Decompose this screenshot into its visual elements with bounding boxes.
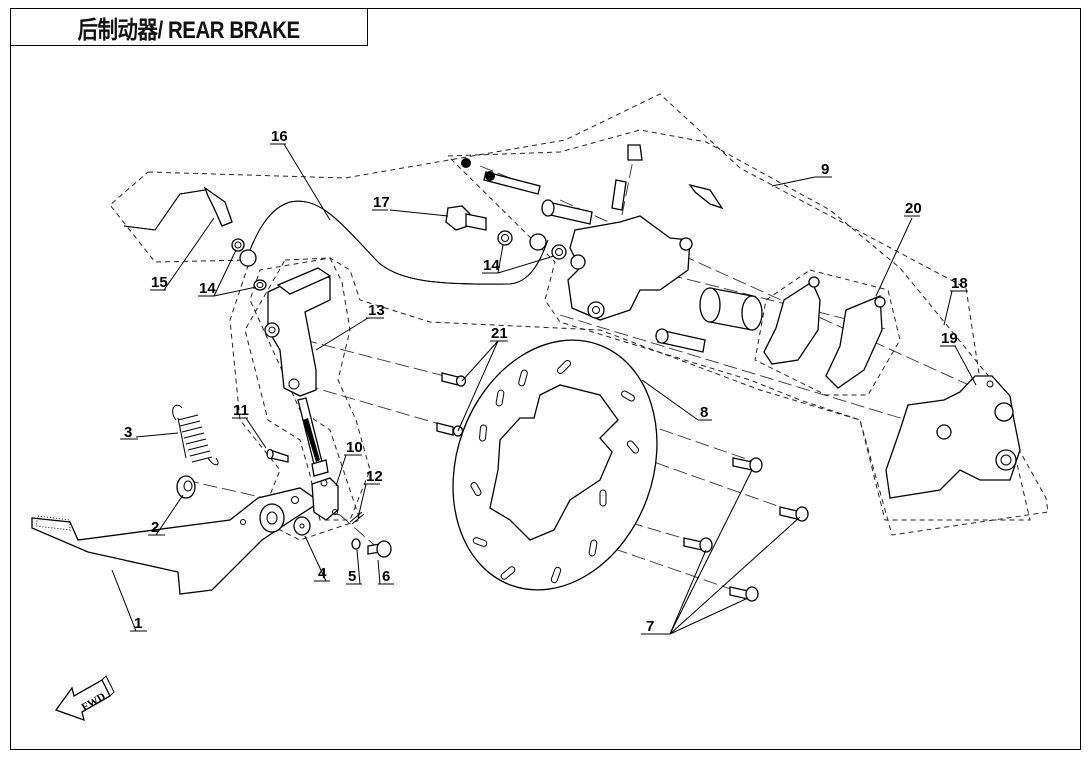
flange-bolt[interactable]: [367, 540, 392, 558]
sealing-washer[interactable]: [231, 230, 567, 291]
callout-4: 4: [318, 565, 327, 582]
callout-labels: 1 2 3 4 5 6 7 8 9 10 11 12 13 14 14 15 1…: [124, 128, 968, 635]
disc-bolts[interactable]: [683, 457, 809, 602]
callout-16: 16: [271, 128, 288, 145]
callout-1: 1: [134, 615, 142, 632]
callout-15: 15: [151, 274, 168, 291]
callout-7: 7: [646, 618, 654, 635]
callout-13: 13: [368, 302, 385, 319]
leader-lines: [111, 143, 977, 635]
washer-large[interactable]: [293, 516, 311, 536]
callout-11: 11: [233, 402, 249, 419]
washer-small[interactable]: [351, 538, 361, 550]
callout-14a: 14: [199, 280, 216, 297]
caliper-assembly[interactable]: [461, 144, 724, 353]
caliper-piston[interactable]: [699, 287, 763, 331]
callout-3: 3: [124, 424, 132, 441]
callout-20: 20: [905, 200, 922, 217]
disc-vent-slots: [470, 359, 640, 584]
callout-19: 19: [941, 330, 958, 347]
group-boundary-caliper: [446, 129, 1031, 521]
return-spring[interactable]: [172, 404, 219, 466]
callout-9: 9: [821, 161, 829, 178]
callout-17: 17: [373, 194, 390, 211]
caliper-bracket[interactable]: [885, 375, 1021, 499]
washer[interactable]: [176, 475, 196, 499]
brake-disc[interactable]: [419, 311, 691, 619]
group-boundary-pads: [754, 269, 901, 396]
push-rod[interactable]: [297, 397, 329, 477]
page-title: 后制动器/ REAR BRAKE: [77, 16, 301, 44]
master-cylinder-bolts[interactable]: [436, 372, 467, 437]
callout-8: 8: [700, 404, 708, 421]
title-box: 后制动器/ REAR BRAKE: [10, 8, 368, 46]
callout-18: 18: [951, 275, 968, 292]
brake-pedal[interactable]: [31, 487, 322, 595]
cotter-pin[interactable]: [349, 511, 365, 525]
brake-hose[interactable]: [239, 200, 549, 285]
fwd-arrow-icon: FWD: [54, 675, 115, 722]
drawing-frame: [10, 8, 1081, 750]
callout-14b: 14: [483, 257, 500, 274]
brake-pads[interactable]: [763, 276, 886, 389]
master-cylinder[interactable]: [264, 267, 332, 397]
push-rod-clevis[interactable]: [311, 477, 339, 521]
callout-2: 2: [151, 519, 159, 536]
callout-6: 6: [382, 568, 390, 585]
banjo-bolt[interactable]: [445, 205, 487, 231]
callout-10: 10: [346, 439, 363, 456]
callout-5: 5: [348, 568, 356, 585]
callout-12: 12: [366, 468, 383, 485]
clevis-pin[interactable]: [266, 448, 289, 463]
callout-21: 21: [491, 325, 508, 342]
brake-line[interactable]: [123, 186, 233, 231]
